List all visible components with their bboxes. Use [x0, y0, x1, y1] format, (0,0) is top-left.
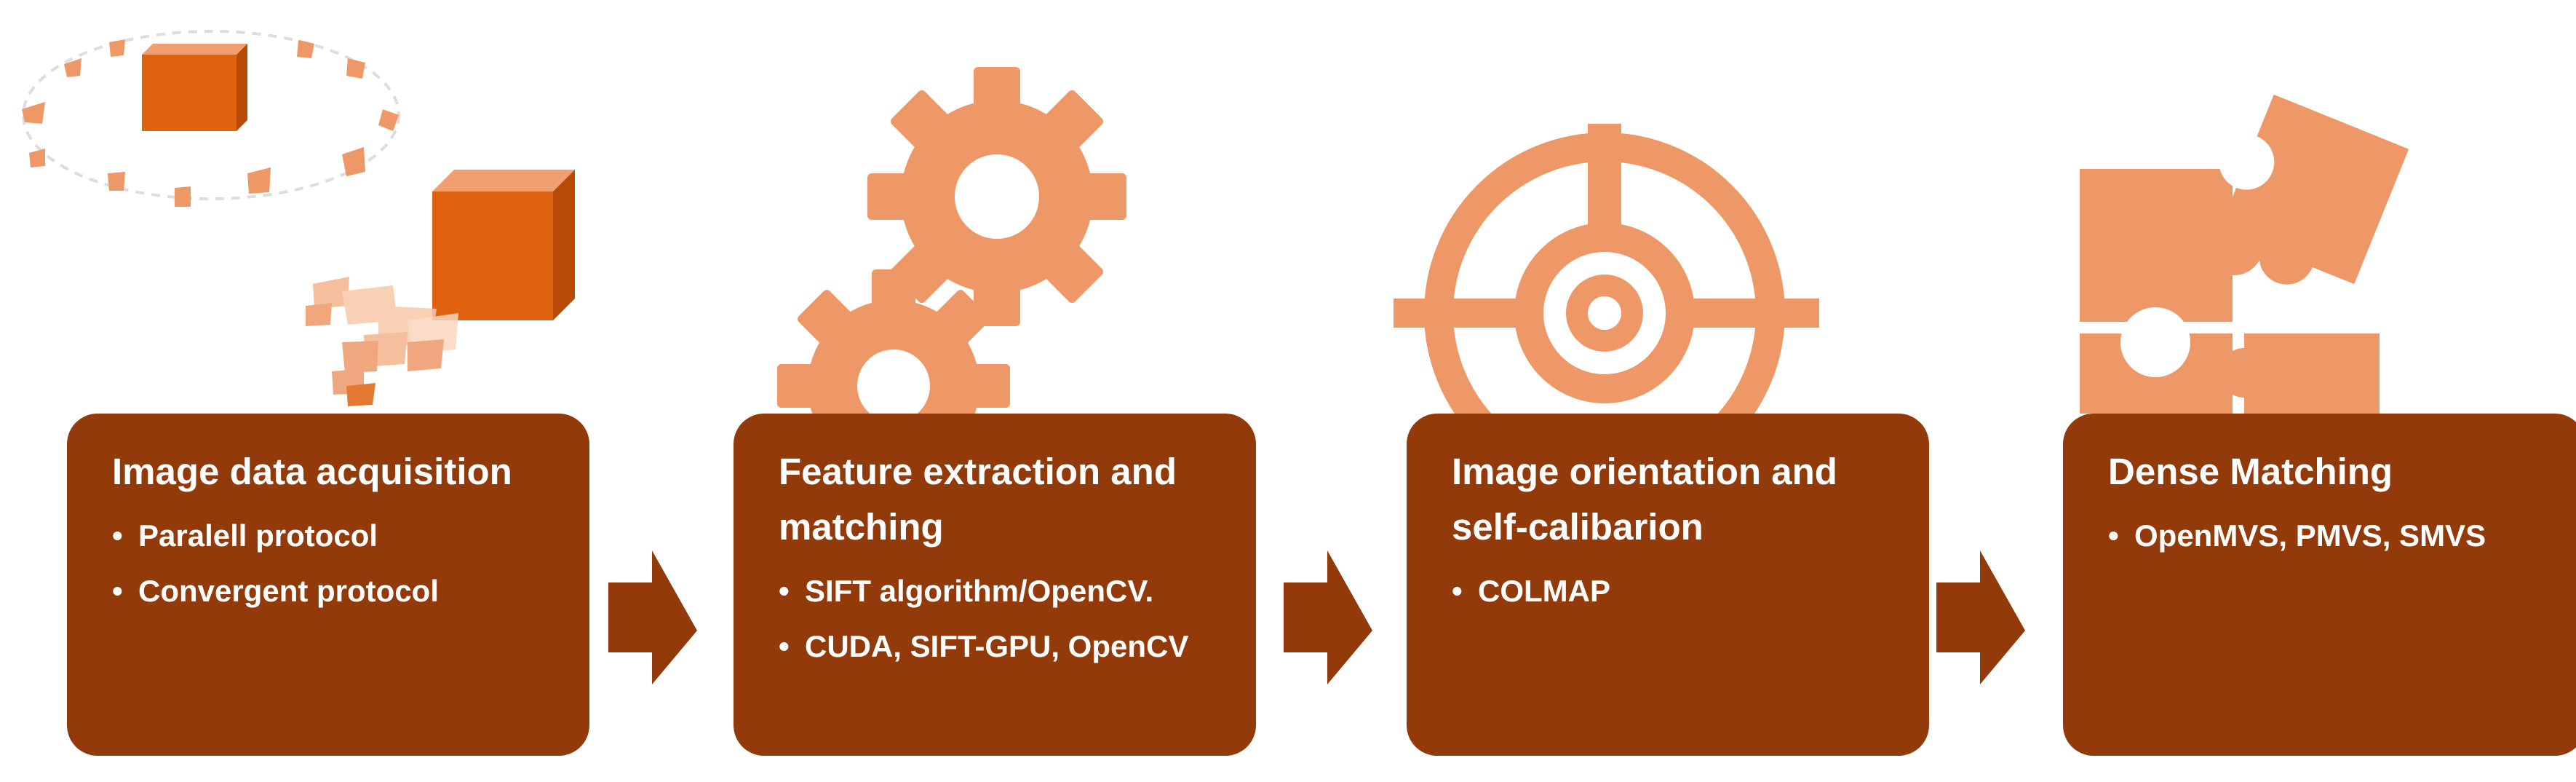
step-bullet: COLMAP [1452, 571, 1890, 612]
step-bullet: CUDA, SIFT-GPU, OpenCV [779, 626, 1217, 667]
step-bullet-list: Paralell protocol Convergent protocol [112, 516, 550, 612]
step-title: Image orientation and self-calibarion [1452, 451, 1837, 548]
puzzle-icon [2080, 94, 2409, 414]
step-box-dense-matching: Dense Matching OpenMVS, PMVS, SMVS [2063, 414, 2576, 756]
step-bullet-list: SIFT algorithm/OpenCV. CUDA, SIFT-GPU, O… [779, 571, 1217, 667]
step-box-feature-matching: Feature extraction and matching SIFT alg… [734, 414, 1256, 756]
step-title: Image data acquisition [112, 451, 512, 492]
step-title: Dense Matching [2108, 451, 2393, 492]
step-bullet: OpenMVS, PMVS, SMVS [2108, 516, 2546, 556]
step-bullet-list: COLMAP [1452, 571, 1890, 612]
step-title: Feature extraction and matching [779, 451, 1177, 548]
flow-arrow-2 [1284, 550, 1372, 684]
step-box-image-acquisition: Image data acquisition Paralell protocol… [67, 414, 589, 756]
step-bullet: Convergent protocol [112, 571, 550, 612]
step-bullet: Paralell protocol [112, 516, 550, 556]
camera-network-icon [22, 30, 575, 406]
step-box-image-orientation: Image orientation and self-calibarion CO… [1407, 414, 1929, 756]
flow-arrow-1 [608, 550, 697, 684]
step-bullet-list: OpenMVS, PMVS, SMVS [2108, 516, 2546, 556]
flow-arrow-3 [1936, 550, 2025, 684]
step-bullet: SIFT algorithm/OpenCV. [779, 571, 1217, 612]
gears-icon [777, 67, 1126, 472]
